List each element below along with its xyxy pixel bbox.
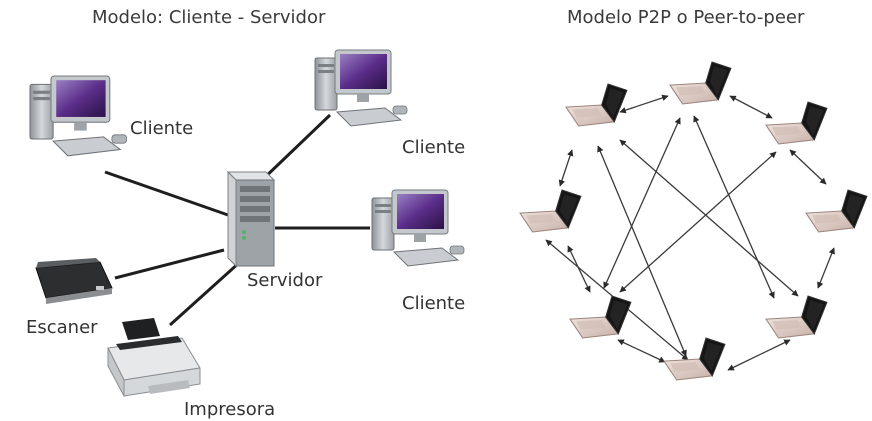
p2p-link <box>603 117 681 289</box>
p2p-link <box>619 94 669 114</box>
client1-label: Cliente <box>130 118 194 139</box>
p2p-link <box>693 115 775 299</box>
server-icon <box>226 170 276 268</box>
p2p-link <box>817 247 835 289</box>
client2-label: Cliente <box>402 137 466 158</box>
p2p-link <box>729 95 773 119</box>
client1-computer-icon <box>29 75 128 157</box>
client-server-links <box>104 113 370 327</box>
p2p-link <box>567 245 591 293</box>
link-server-client1 <box>104 170 229 217</box>
scanner-label: Escaner <box>26 317 98 338</box>
p2p-link <box>727 339 791 371</box>
server-label: Servidor <box>247 270 323 291</box>
link-server-client2 <box>258 113 332 184</box>
peer-laptop-icon <box>765 101 828 145</box>
client3-label: Cliente <box>402 293 466 314</box>
peer-laptop-icon <box>663 337 726 381</box>
p2p-link <box>558 149 574 187</box>
p2p-link <box>619 139 799 297</box>
scanner-icon <box>35 258 113 304</box>
p2p-link <box>789 149 827 185</box>
client-server-title: Modelo: Cliente - Servidor <box>92 7 326 28</box>
peer-laptop-icon <box>669 61 732 105</box>
printer-icon <box>107 318 201 397</box>
p2p-link <box>619 151 777 293</box>
peer-laptop-icon <box>805 189 868 233</box>
printer-label: Impresora <box>184 399 276 420</box>
peer-laptop-icon <box>519 189 582 233</box>
client3-computer-icon <box>371 189 465 267</box>
peer-laptop-icon <box>569 295 632 339</box>
p2p-title: Modelo P2P o Peer-to-peer <box>567 7 805 28</box>
link-server-scanner <box>114 248 225 280</box>
link-server-printer <box>168 260 242 327</box>
peer-laptop-icon <box>765 295 828 339</box>
peer-laptop-icon <box>565 83 628 127</box>
p2p-link <box>617 339 666 363</box>
